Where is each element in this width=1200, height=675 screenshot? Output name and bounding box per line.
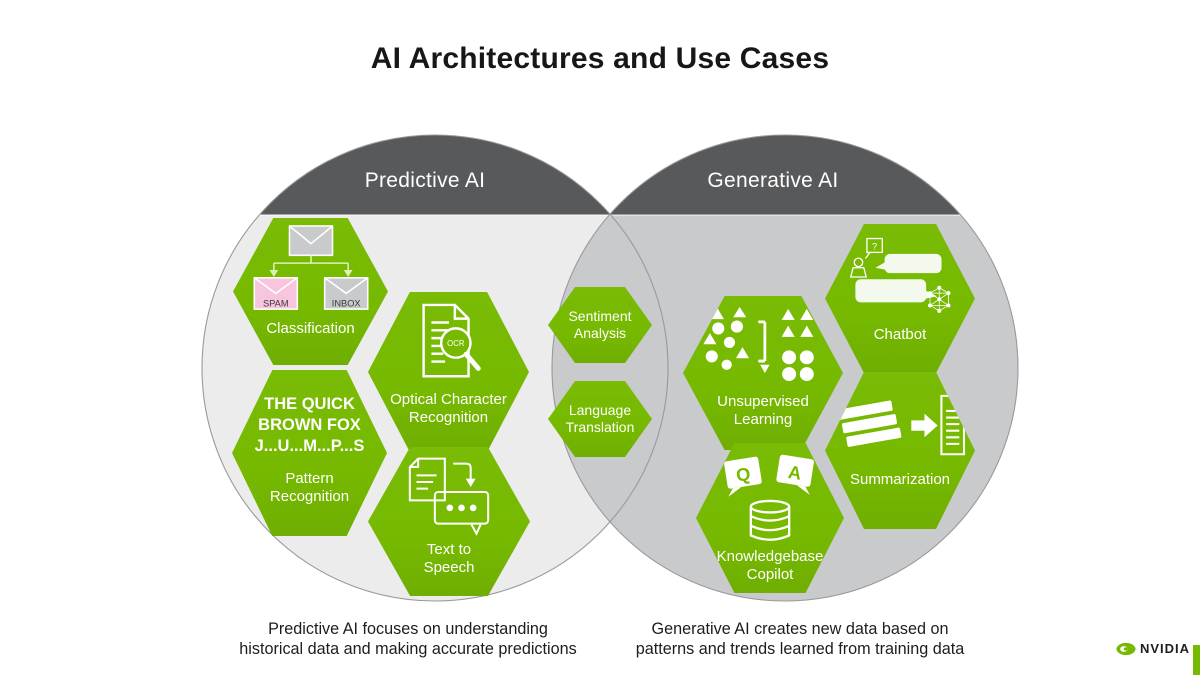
ocr-icon: OCR <box>421 303 481 378</box>
text-page <box>408 457 446 502</box>
knowledgebase-copilot-icon: Q A <box>724 454 814 541</box>
speech-bubble <box>433 491 490 525</box>
hexagon-label: Pattern Recognition <box>269 470 350 505</box>
hexagon-label: Chatbot <box>873 326 927 343</box>
generative-ai-title: Generative AI <box>707 169 839 192</box>
nvidia-logo: NVIDIA <box>1116 641 1190 656</box>
database-icon <box>749 499 791 541</box>
classification-icon: SPAM INBOX <box>253 225 368 310</box>
question-mark: ? <box>872 242 877 252</box>
hexagon-label: Summarization <box>849 471 951 488</box>
magnifier-text: OCR <box>447 339 465 348</box>
hexagon-label: Language Translation <box>565 402 635 435</box>
spam-label: SPAM <box>263 299 289 309</box>
sorted-circles-group <box>782 350 814 382</box>
inbox-label: INBOX <box>331 299 360 309</box>
question-bubble: Q <box>724 456 762 497</box>
nvidia-eye-icon <box>1116 642 1136 655</box>
sorted-triangles-group <box>781 308 814 337</box>
user-with-question <box>849 237 883 278</box>
corner-accent-bar <box>1193 645 1200 675</box>
generative-caption: Generative AI creates new data based on … <box>635 620 965 658</box>
book-stack <box>835 398 904 449</box>
hexagon-label: Sentiment Analysis <box>568 308 632 341</box>
predictive-ai-title: Predictive AI <box>364 169 486 192</box>
unsupervised-learning-icon <box>703 307 814 382</box>
svg-text:A: A <box>787 462 803 484</box>
predictive-circle-outline <box>201 134 669 602</box>
generative-circle-outline <box>551 134 1019 602</box>
svg-text:Q: Q <box>735 464 752 486</box>
arrow-right <box>911 413 938 438</box>
chatbot-icon: ? <box>849 237 951 313</box>
hexagon-label: Unsupervised Learning <box>717 393 809 428</box>
chat-bubbles <box>855 253 942 303</box>
answer-bubble: A <box>776 454 814 495</box>
hexagon-label: Text to Speech <box>423 541 475 576</box>
mixed-shapes-cluster <box>703 307 750 370</box>
hexagon-label: Classification <box>266 320 355 337</box>
hexagon-label: Optical Character Recognition <box>390 391 507 426</box>
sorting-arrows <box>272 255 349 270</box>
magnifier-handle <box>463 351 481 371</box>
hexagon-label: Knowledgebase Copilot <box>716 548 824 583</box>
pattern-sample-text: THE QUICK BROWN FOX J...U...M...P...S <box>254 395 365 455</box>
conversion-arrow <box>453 462 472 479</box>
predictive-caption: Predictive AI focuses on understanding h… <box>239 620 577 658</box>
text-to-speech-icon <box>408 457 490 536</box>
nvidia-wordmark: NVIDIA <box>1140 641 1191 656</box>
summarization-icon <box>835 394 966 456</box>
page-title: AI Architectures and Use Cases <box>370 42 830 75</box>
grouping-bracket <box>758 320 767 363</box>
magnifier-lens <box>439 327 472 359</box>
